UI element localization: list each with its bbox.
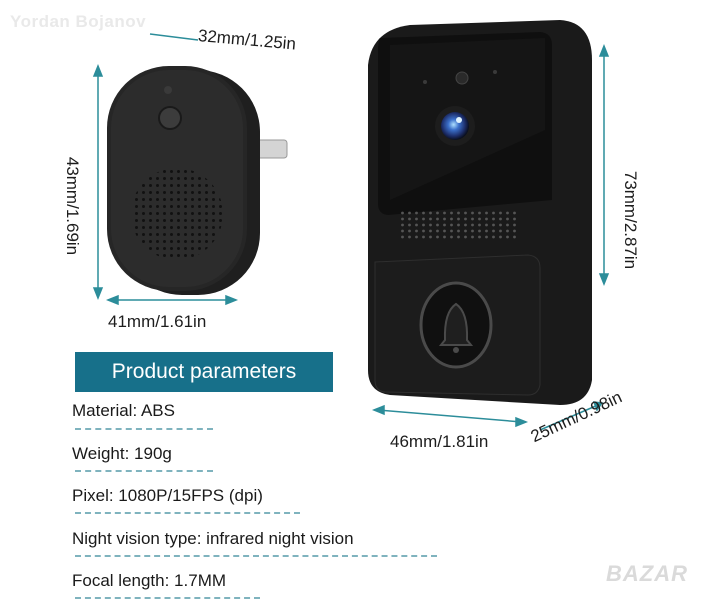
spec-material: Material: ABS — [72, 401, 175, 420]
spec-pixel: Pixel: 1080P/15FPS (dpi) — [72, 486, 263, 505]
spec-night-vision: Night vision type: infrared night vision — [72, 529, 354, 548]
doorbell-width-label: 46mm/1.81in — [390, 432, 489, 451]
spec-divider — [75, 428, 213, 430]
spec-weight: Weight: 190g — [72, 444, 172, 463]
doorbell-height-label: 73mm/2.87in — [621, 170, 640, 270]
chime-depth-label: 41mm/1.61in — [108, 312, 207, 331]
spec-divider — [75, 555, 437, 557]
spec-focal-length: Focal length: 1.7MM — [72, 571, 227, 590]
bazar-logo: BAZAR — [606, 561, 688, 586]
doorbell-dimension-lines — [371, 43, 610, 431]
spec-divider — [75, 597, 260, 599]
chime-height-label: 43mm/1.69in — [63, 156, 82, 256]
chime-device — [107, 66, 288, 295]
watermark-text: Yordan Bojanov — [10, 12, 147, 31]
product-parameters-banner: Product parameters — [75, 352, 333, 392]
spec-divider — [75, 470, 213, 472]
spec-divider — [75, 512, 300, 514]
chime-dimension-lines — [92, 33, 239, 306]
doorbell-device — [368, 20, 592, 405]
